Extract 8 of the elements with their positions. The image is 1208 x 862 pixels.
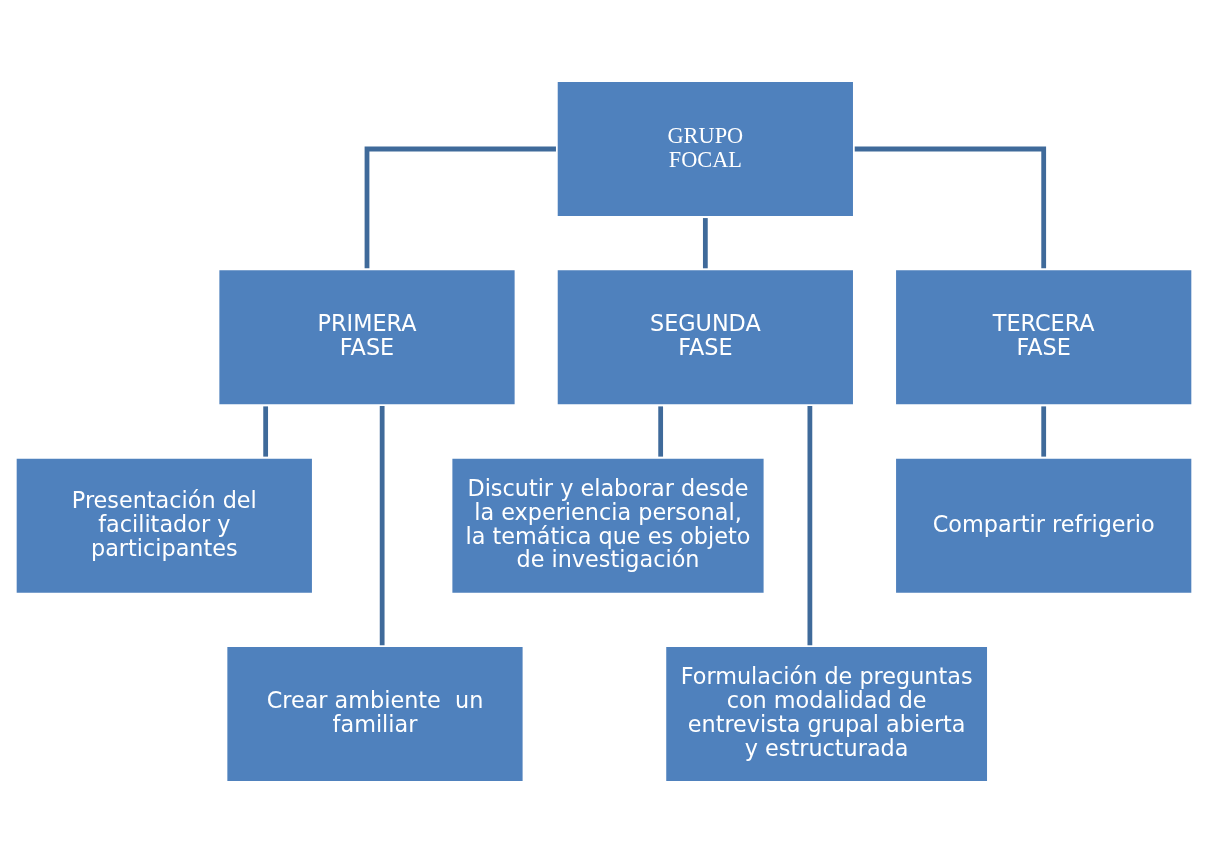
connector bbox=[364, 146, 556, 268]
connector bbox=[1041, 405, 1047, 457]
connector bbox=[854, 146, 1047, 268]
connector bbox=[702, 217, 708, 268]
connector bbox=[379, 405, 385, 645]
connector bbox=[807, 405, 813, 645]
connector bbox=[263, 405, 269, 457]
connector bbox=[658, 405, 664, 457]
